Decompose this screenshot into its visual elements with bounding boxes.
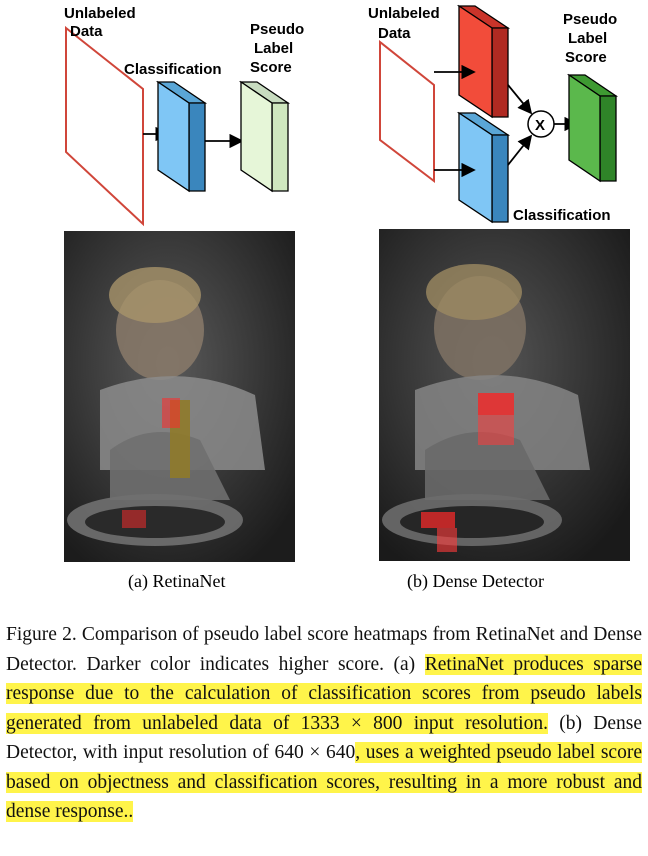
response-region <box>421 512 455 528</box>
caption-lead: Figure 2. Comparison of pseudo label sco… <box>6 624 642 675</box>
heatmap-photo-retinanet <box>64 231 295 562</box>
objectness-block <box>456 4 511 119</box>
diagram-b: Unlabeled Data Classification X Pseudo L… <box>368 4 619 224</box>
output-label-line2: Label <box>254 40 293 57</box>
unlabeled-data-frame <box>65 25 144 227</box>
response-spot <box>162 398 180 428</box>
output-label-line1: Pseudo <box>563 11 617 28</box>
classification-label: Classification <box>513 207 611 224</box>
input-label-line1: Unlabeled <box>64 5 136 22</box>
classification-block <box>155 80 208 193</box>
diagram-a: Unlabeled Data Classification Pseudo Lab… <box>64 5 304 227</box>
output-label-line2: Label <box>568 30 607 47</box>
figure-caption: Figure 2. Comparison of pseudo label sco… <box>6 620 643 827</box>
input-label-line1: Unlabeled <box>368 5 440 22</box>
caption-middle: (b) Dense Detector, with input resolutio… <box>6 712 642 764</box>
input-label-line2: Data <box>378 25 411 42</box>
input-label-line2: Data <box>70 23 103 40</box>
heatmap-photo-dense-detector <box>379 229 630 561</box>
subfigure-caption-b: (b) Dense Detector <box>407 571 544 592</box>
response-region <box>437 528 457 552</box>
pseudo-label-score-block <box>238 80 291 193</box>
arrow-objectness-to-multiply <box>507 84 533 115</box>
response-region <box>478 393 514 415</box>
figure-graphics: Unlabeled Data Classification Pseudo Lab… <box>64 4 630 592</box>
classification-label: Classification <box>124 61 222 78</box>
arrow-classification-to-multiply <box>507 134 533 166</box>
response-spot <box>122 510 146 528</box>
response-region <box>478 415 514 445</box>
unlabeled-data-frame <box>379 39 435 184</box>
classification-block <box>456 111 511 224</box>
pseudo-label-score-block <box>566 73 619 183</box>
subfigure-caption-a: (a) RetinaNet <box>128 571 225 592</box>
output-label-line1: Pseudo <box>250 21 304 38</box>
output-label-line3: Score <box>565 49 607 66</box>
multiply-symbol: X <box>535 117 545 134</box>
output-label-line3: Score <box>250 59 292 76</box>
